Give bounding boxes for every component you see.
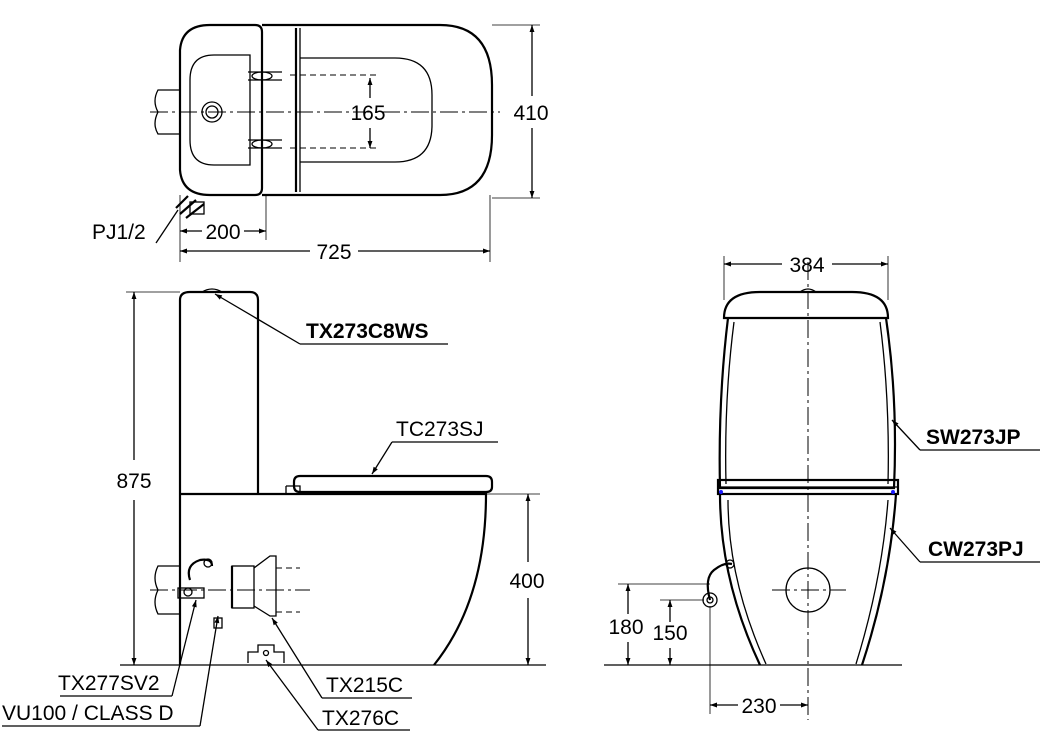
top-view: 165 410 200 725 PJ1/2: [92, 23, 549, 264]
label-seat: TC273SJ: [396, 418, 484, 441]
label-bowl: CW273PJ: [928, 538, 1024, 561]
label-cistern: SW273JP: [926, 426, 1021, 449]
label-floor-fixing: TX276C: [322, 707, 399, 730]
top-cistern-outline: [178, 23, 264, 197]
dim-inlet-height: 150: [652, 622, 687, 645]
top-cistern-inner: [189, 54, 251, 166]
side-seat: [292, 474, 494, 494]
label-inlet-connection: PJ1/2: [92, 221, 146, 244]
front-tank-lid: [722, 290, 890, 320]
label-flexible-hose: VU100 / CLASS D: [2, 702, 174, 725]
top-bowl-outline: [262, 23, 494, 197]
dim-inlet-offset: 200: [205, 221, 240, 244]
dim-seat-fixing-spacing: 165: [350, 102, 385, 125]
label-stop-valve: TX277SV2: [58, 672, 160, 695]
dim-overall-width: 410: [513, 102, 548, 125]
front-view: 384 180 150 230 SW273JP CW273PJ: [604, 254, 1040, 720]
front-tank-body: [718, 317, 897, 490]
side-view: 875 400 TX273C8WS TC273SJ TX277SV2 VU100…: [2, 288, 546, 731]
dim-valve-height: 180: [608, 616, 643, 639]
front-bowl-outline: [718, 493, 898, 666]
dim-seat-height: 400: [509, 570, 544, 593]
dim-overall-length: 725: [316, 241, 351, 264]
label-tank-fittings: TX273C8WS: [306, 320, 429, 343]
label-outlet-connector: TX215C: [326, 674, 403, 697]
dim-overall-height: 875: [116, 470, 151, 493]
dim-tank-width: 384: [789, 254, 824, 277]
side-bowl-outline: [180, 492, 488, 666]
top-bowl-rim: [300, 57, 433, 163]
dim-inlet-lateral: 230: [741, 695, 776, 718]
side-tank-outline: [178, 290, 260, 494]
